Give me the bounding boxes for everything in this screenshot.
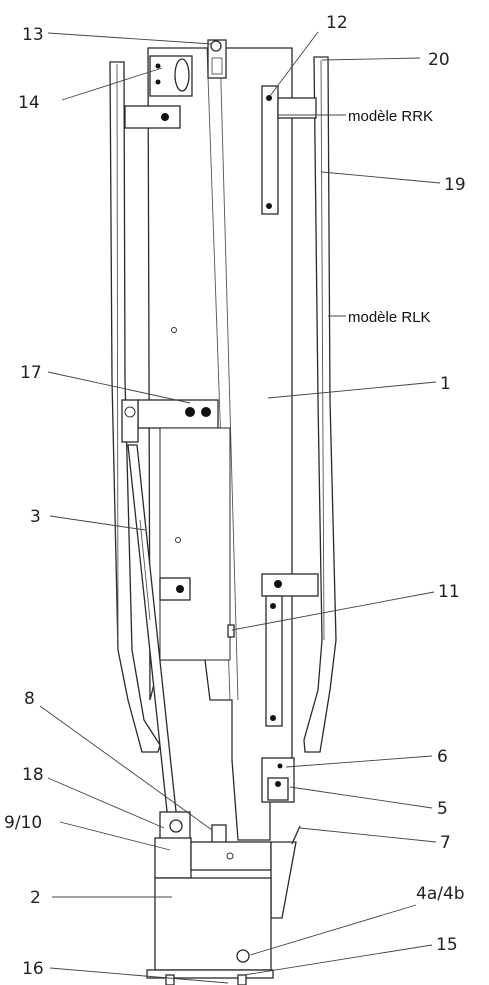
callout-8: 8 (24, 689, 35, 709)
callout-4a-4b: 4a/4b (416, 884, 465, 904)
left-arm-clamp-top (124, 105, 181, 129)
lock-clamp (261, 757, 295, 803)
callout-17: 17 (20, 363, 42, 383)
callout-12: 12 (326, 13, 348, 33)
callout-9-10: 9/10 (4, 813, 42, 833)
frame-hole (171, 327, 177, 333)
callout-1: 1 (440, 374, 451, 394)
label-model-rlk: modèle RLK (348, 309, 431, 326)
callout-11: 11 (438, 582, 460, 602)
leader-lines (39, 31, 441, 984)
upper-left-bracket (149, 55, 193, 97)
top-hinge (207, 39, 227, 79)
base-plate (146, 969, 274, 985)
callout-14: 14 (18, 93, 40, 113)
right-handle-bar (303, 56, 337, 753)
callout-6: 6 (437, 747, 448, 767)
callout-5: 5 (437, 799, 448, 819)
callout-15: 15 (436, 935, 458, 955)
lower-panel (159, 427, 231, 661)
main-housing (154, 877, 272, 971)
callout-16: 16 (22, 959, 44, 979)
callout-3: 3 (30, 507, 41, 527)
callout-13: 13 (22, 25, 44, 45)
callout-18: 18 (22, 765, 44, 785)
label-model-rrk: modèle RRK (348, 108, 433, 125)
right-arm-clamp-bottom (261, 573, 319, 727)
callout-2: 2 (30, 888, 41, 908)
callout-20: 20 (428, 50, 450, 70)
callout-7: 7 (440, 833, 451, 853)
base-block (154, 825, 301, 919)
callout-19: 19 (444, 175, 466, 195)
right-arm-clamp-top (261, 85, 317, 215)
left-handle-bar (109, 61, 161, 753)
pin (227, 624, 235, 638)
